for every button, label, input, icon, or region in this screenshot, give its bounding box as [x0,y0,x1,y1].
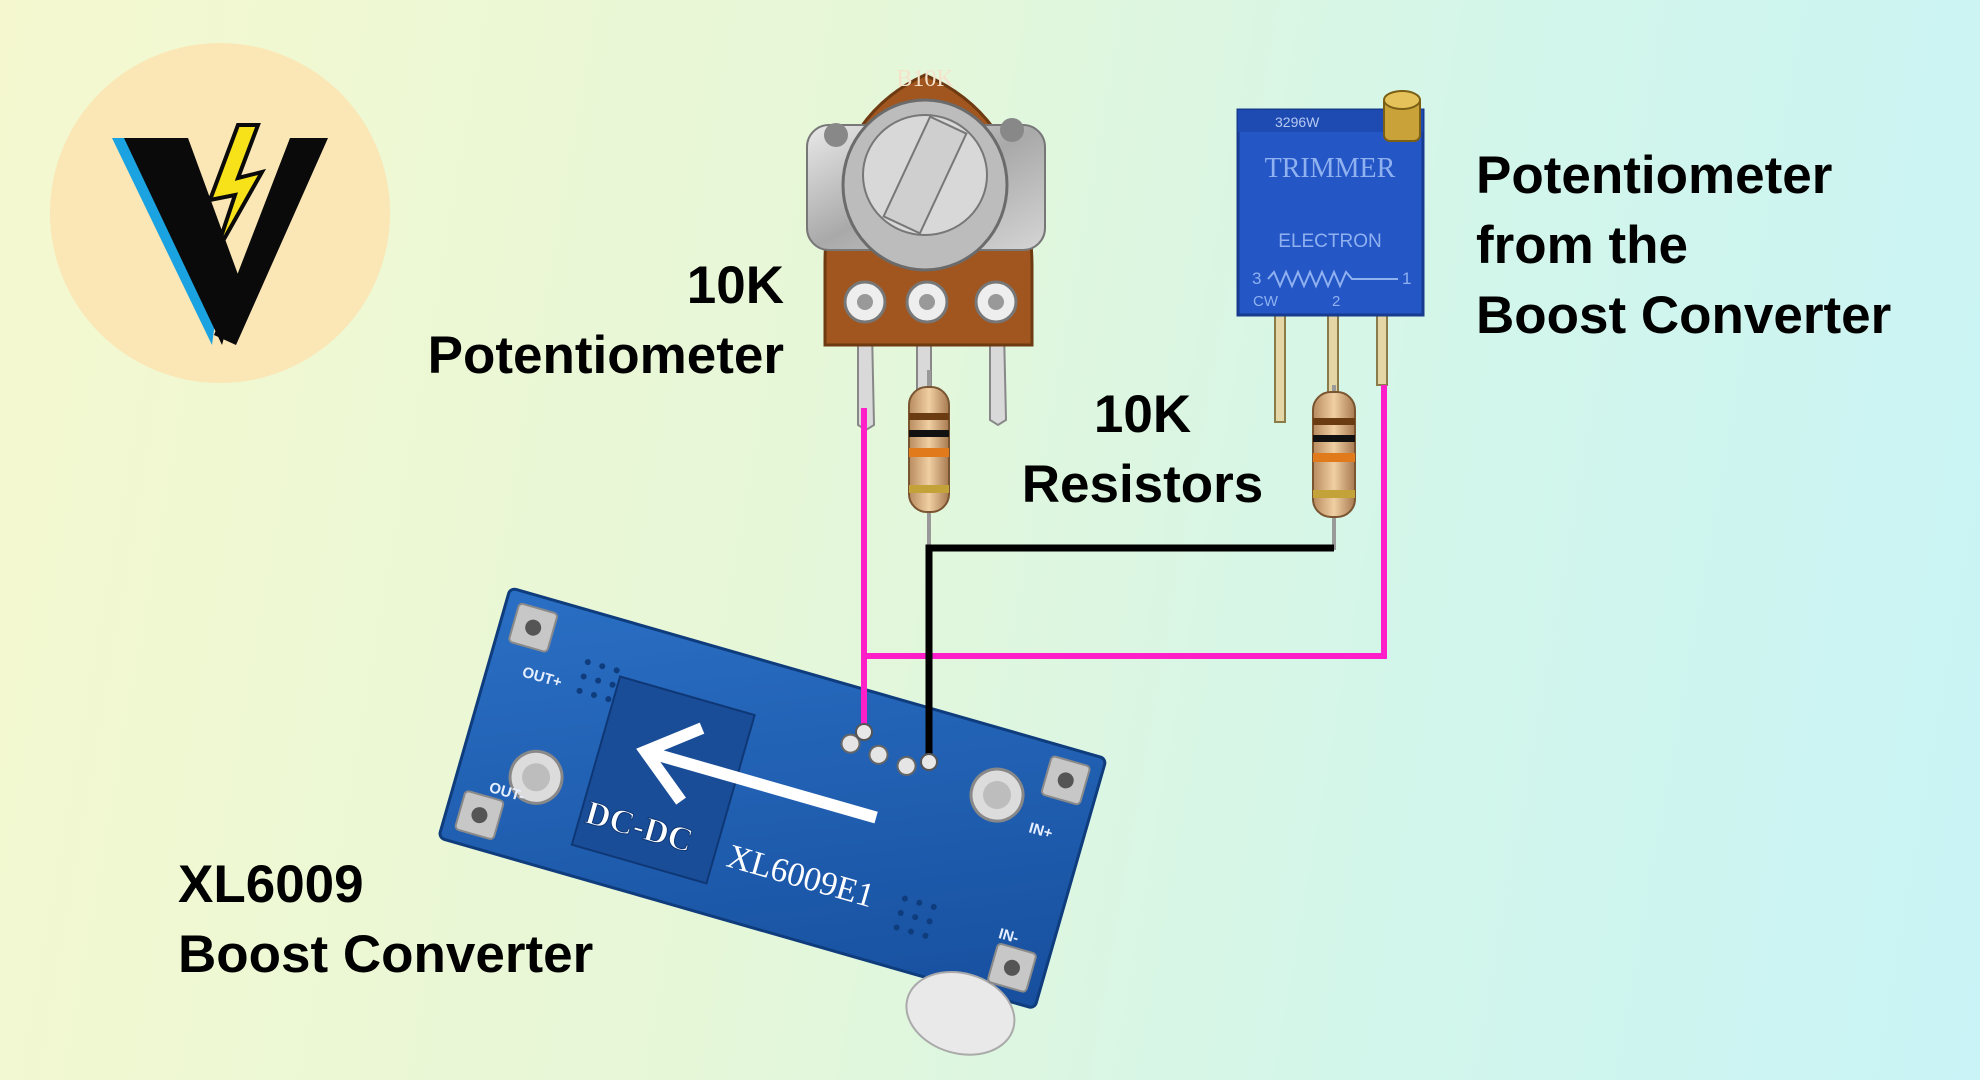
trimmer-label-line2: from the [1476,216,1688,275]
logo-bolt-icon [206,123,267,256]
board-pad-pink [855,723,873,741]
resistor-left [908,370,950,550]
logo-v-left [124,138,240,345]
trimmer-label: Potentiometer from the Boost Converter [1476,141,1891,351]
svg-text:IN-: IN- [997,925,1021,947]
logo-v-left-accent [112,138,218,345]
wire-black [925,544,1334,760]
boost-converter-label-model: XL6009 [178,855,364,914]
svg-text:3296W: 3296W [1275,114,1320,130]
trimmer-label-line3: Boost Converter [1476,286,1892,345]
resistors-label-name: Resistors [1021,455,1264,514]
svg-text:3: 3 [1252,269,1261,288]
potentiometer-10k: B10K [806,66,1046,432]
board-pcb [438,587,1107,1009]
svg-text:CW: CW [1253,293,1279,310]
trimmer-potentiometer: 3296W TRIMMER ELECTRON 3 1 CW 2 [1236,90,1425,423]
boost-converter-label-name: Boost Converter [178,925,594,984]
pot-marking: B10K [896,66,954,92]
logo-circle [50,43,390,383]
resistors-label: 10K Resistors [1000,380,1285,520]
xl6009-boost-converter: OUT+ OUT- IN+ IN- DC-DC XL6009E1 [438,587,1107,1056]
svg-text:IN+: IN+ [1027,819,1055,842]
resistor-right [1312,385,1356,550]
brand-logo [50,43,390,383]
wire-pink [861,385,1387,659]
boost-converter-label: XL6009 Boost Converter [178,850,593,990]
potentiometer-label: 10K Potentiometer [428,251,784,391]
board-pad-black [920,753,938,771]
logo-v-right [214,138,328,345]
resistors-label-value: 10K [1093,385,1192,444]
board-arrow-icon [636,722,878,824]
svg-text:1: 1 [1402,269,1411,288]
potentiometer-label-name: Potentiometer [427,326,784,385]
trimmer-text: TRIMMER [1265,153,1396,184]
trimmer-label-line1: Potentiometer [1476,146,1833,205]
svg-text:2: 2 [1332,293,1340,310]
potentiometer-label-value: 10K [686,256,784,315]
trimmer-subtext: ELECTRON [1278,231,1381,252]
